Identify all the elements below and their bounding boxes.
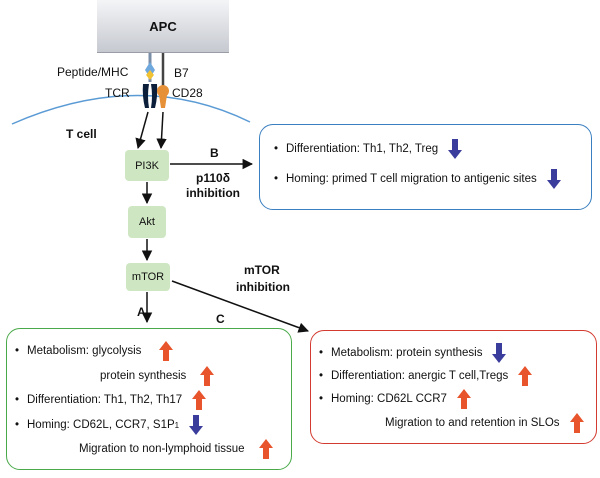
- box-a-item: protein synthesis: [100, 366, 215, 386]
- up-arrow-icon: [159, 341, 174, 361]
- up-arrow-icon: [456, 389, 471, 409]
- down-arrow-icon: [189, 415, 204, 435]
- tcr-icon: [142, 84, 158, 108]
- akt-node: Akt: [128, 206, 166, 238]
- box-b-item: • Homing: primed T cell migration to ant…: [274, 169, 561, 189]
- pathway-c-label: C: [216, 312, 225, 326]
- up-arrow-icon: [258, 439, 273, 459]
- up-arrow-icon: [569, 413, 584, 433]
- p110-label: p110δ: [196, 171, 230, 185]
- box-c: • Metabolism: protein synthesis • Differ…: [310, 330, 597, 444]
- cd28-icon: [157, 85, 169, 97]
- apc-box: APC: [97, 0, 229, 53]
- box-a: • Metabolism: glycolysis protein synthes…: [6, 328, 292, 470]
- pathway-a-label: A: [137, 305, 146, 319]
- box-a-item: • Metabolism: glycolysis: [15, 341, 174, 361]
- mtor-node: mTOR: [126, 263, 170, 291]
- pathway-b-label: B: [210, 146, 219, 160]
- down-arrow-icon: [448, 139, 463, 159]
- box-c-item: Migration to and retention in SLOs: [385, 413, 584, 433]
- up-arrow-icon: [200, 366, 215, 386]
- box-b: • Differentiation: Th1, Th2, Treg • Homi…: [259, 124, 592, 210]
- box-a-item: • Differentiation: Th1, Th2, Th17: [15, 390, 207, 410]
- mtor-inhibition-label: inhibition: [236, 280, 290, 294]
- up-arrow-icon: [518, 366, 533, 386]
- box-c-item: • Metabolism: protein synthesis: [319, 343, 507, 363]
- box-c-item: • Homing: CD62L CCR7: [319, 389, 471, 409]
- box-a-item: Migration to non-lymphoid tissue: [79, 439, 273, 459]
- mtor-inhibition-title: mTOR: [244, 263, 280, 277]
- down-arrow-icon: [546, 169, 561, 189]
- down-arrow-icon: [492, 343, 507, 363]
- cell-membrane: [11, 94, 251, 125]
- b7-label: B7: [174, 66, 189, 80]
- tcr-label: TCR: [105, 86, 130, 100]
- p110-inhibition-label: inhibition: [186, 186, 240, 200]
- box-c-item: • Differentiation: anergic T cell,Tregs: [319, 366, 533, 386]
- t-cell-label: T cell: [66, 127, 97, 141]
- up-arrow-icon: [192, 390, 207, 410]
- pi3k-node: PI3K: [125, 150, 169, 181]
- box-b-item: • Differentiation: Th1, Th2, Treg: [274, 139, 463, 159]
- cd28-label: CD28: [172, 86, 203, 100]
- peptide-mhc-label: Peptide/MHC: [57, 65, 129, 79]
